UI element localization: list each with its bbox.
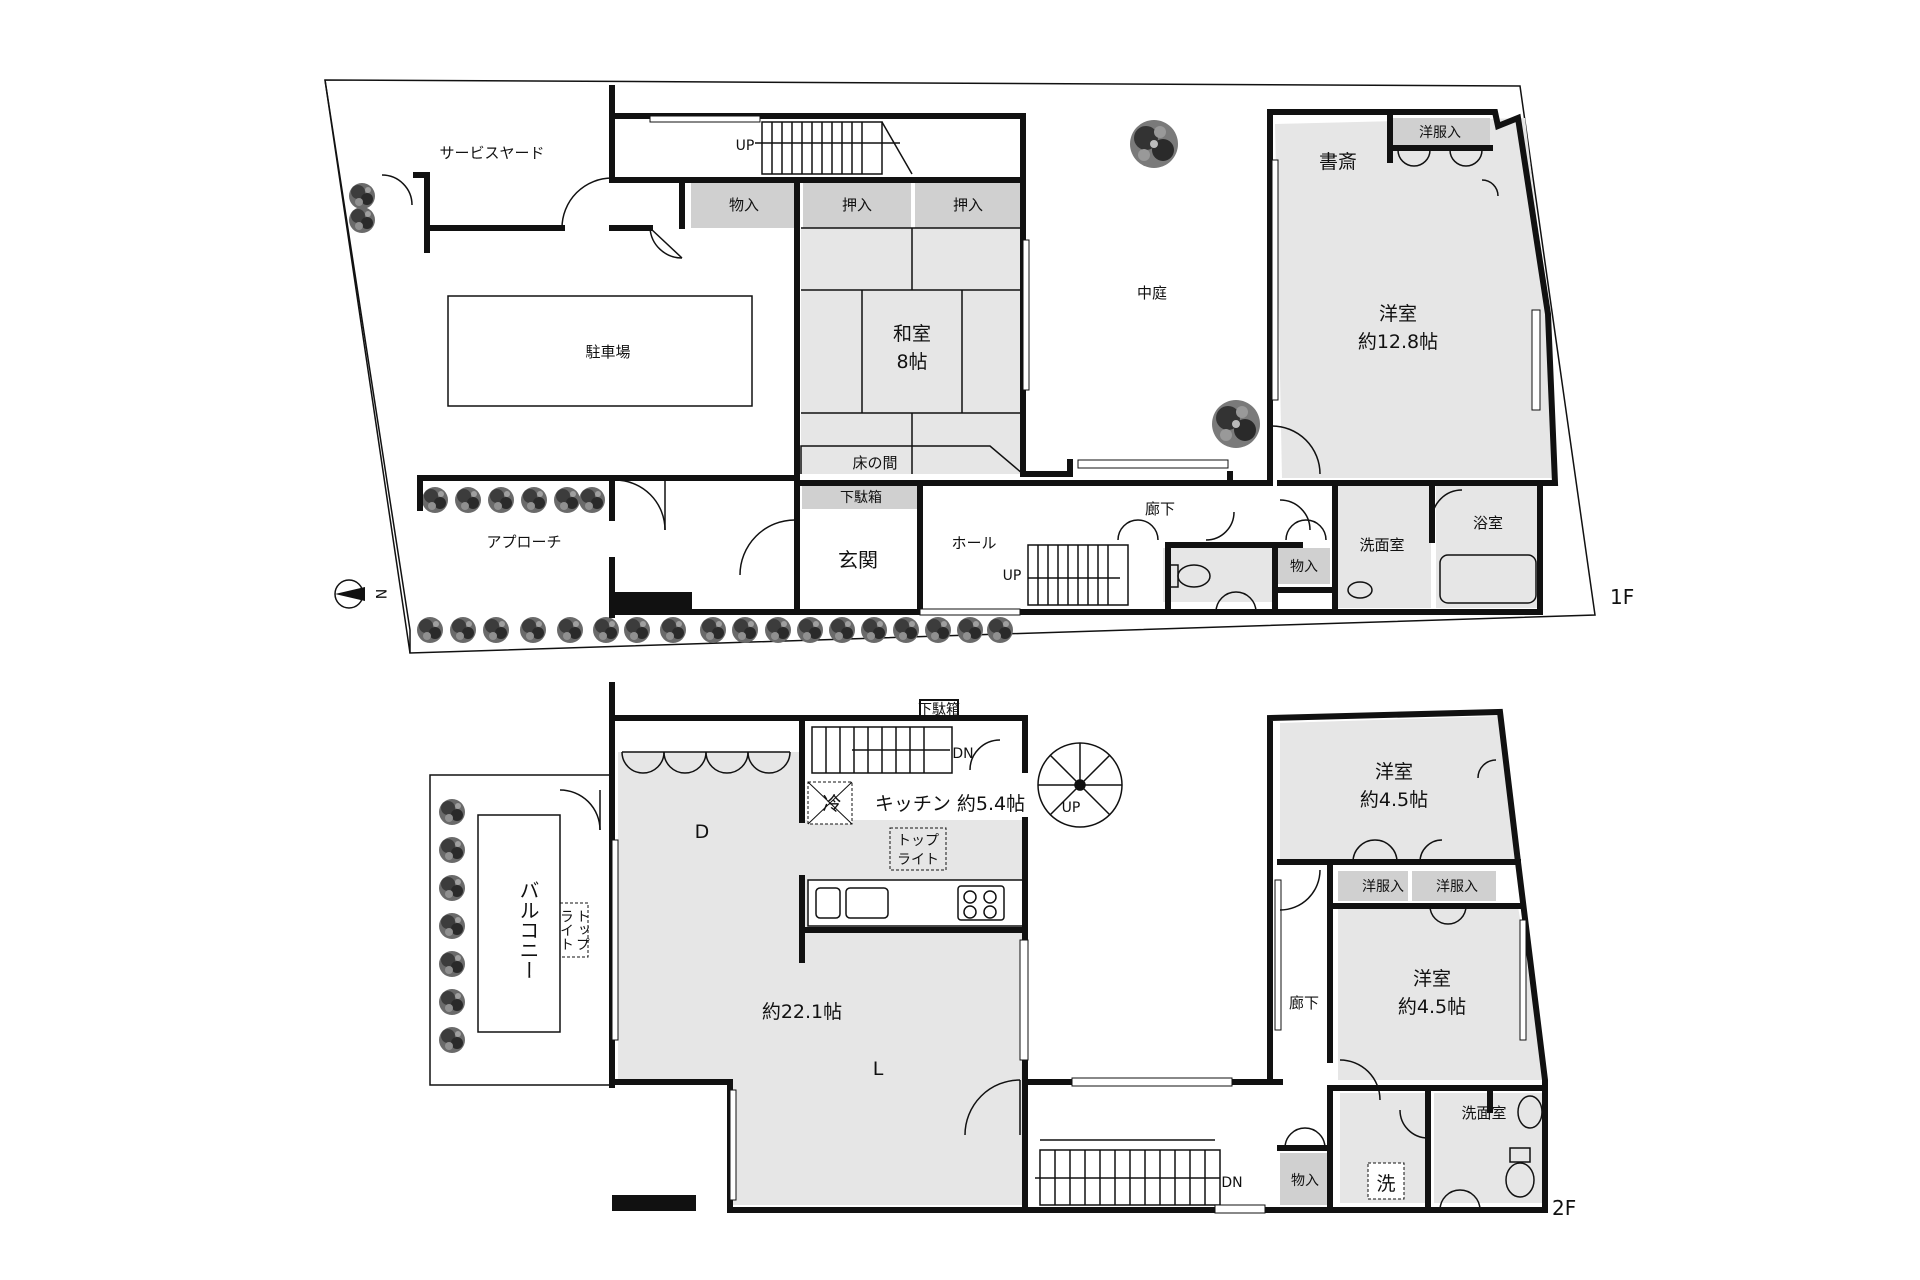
room-courtyard: 中庭 — [1137, 284, 1167, 302]
room-wardrobe: 洋服入 — [1419, 125, 1461, 141]
stair-main-dn: DN — [1221, 1175, 1242, 1191]
toplight-balcony-2: ライト — [558, 909, 574, 951]
plan-1f — [324, 79, 1596, 654]
stair-top-dn: DN — [952, 746, 973, 762]
room-living: L — [873, 1058, 884, 1080]
room-hall: ホール — [951, 534, 996, 552]
room-storage-bottom: 物入 — [1290, 559, 1318, 575]
stair-spiral-up: UP — [1062, 800, 1081, 816]
room-western2-name: 洋室 — [1413, 968, 1451, 990]
room-washitsu-name: 和室 — [893, 323, 931, 345]
room-service-yard: サービスヤード — [439, 144, 544, 162]
compass — [334, 579, 365, 609]
room-bathroom: 浴室 — [1473, 514, 1503, 532]
room-western2-size: 約4.5帖 — [1398, 996, 1466, 1018]
floor-label-1f: 1F — [1610, 585, 1634, 609]
room-closet-b: 押入 — [953, 196, 983, 214]
room-2f-washroom: 洗面室 — [1461, 1104, 1506, 1122]
room-fridge: 冷 — [822, 793, 841, 815]
plan-2f — [429, 682, 1548, 1214]
toplight-balcony-1: トップ — [574, 909, 590, 951]
room-kitchen: キッチン 約5.4帖 — [875, 793, 1025, 815]
room-shoe-box: 下駄箱 — [840, 490, 882, 506]
room-dining: D — [695, 821, 710, 843]
room-washitsu-size: 8帖 — [896, 351, 927, 373]
room-corridor: 廊下 — [1145, 500, 1175, 518]
room-wardrobe-b: 洋服入 — [1436, 879, 1478, 895]
room-western1-size: 約4.5帖 — [1360, 789, 1428, 811]
room-tokonoma: 床の間 — [852, 454, 897, 472]
room-approach: アプローチ — [486, 533, 561, 551]
room-2f-shoe-box: 下駄箱 — [918, 702, 960, 718]
room-western1-name: 洋室 — [1375, 761, 1413, 783]
stair-hall-up: UP — [1003, 568, 1022, 584]
room-study: 書斎 — [1319, 151, 1357, 173]
room-wardrobe-a: 洋服入 — [1362, 879, 1404, 895]
room-2f-corridor: 廊下 — [1289, 994, 1319, 1012]
room-parking: 駐車場 — [585, 343, 630, 361]
floor-label-2f: 2F — [1552, 1196, 1576, 1220]
toplight-kitchen-2: ライト — [897, 852, 939, 868]
room-western-name: 洋室 — [1379, 303, 1417, 325]
room-balcony: バルコニー — [516, 880, 540, 980]
stair-top-up: UP — [736, 138, 755, 154]
toplight-kitchen-1: トップ — [897, 833, 939, 849]
compass-north: N — [372, 589, 388, 599]
room-living-size: 約22.1帖 — [762, 1001, 842, 1023]
room-2f-storage: 物入 — [1291, 1173, 1319, 1189]
room-entrance: 玄関 — [838, 548, 878, 572]
room-washroom: 洗面室 — [1359, 536, 1404, 554]
room-closet-a: 押入 — [842, 196, 872, 214]
room-storage-top: 物入 — [729, 196, 759, 214]
room-laundry: 洗 — [1376, 1173, 1395, 1195]
room-western-size: 約12.8帖 — [1358, 331, 1438, 353]
